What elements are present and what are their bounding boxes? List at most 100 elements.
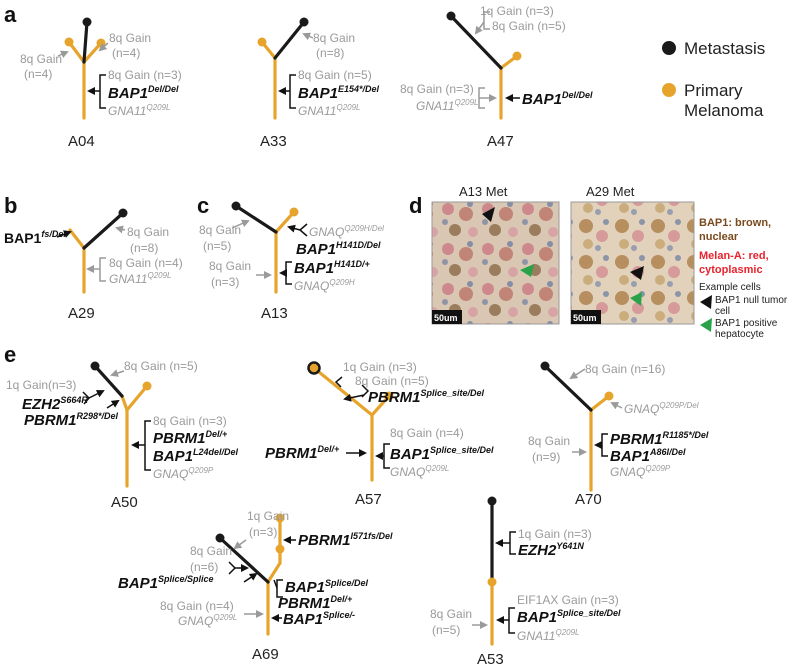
tree-name: A29 <box>68 305 95 322</box>
gain-label: (n=4) <box>112 46 140 60</box>
gain-label: 8q Gain <box>20 52 62 66</box>
primary-node <box>64 37 74 47</box>
legend-melan-2: cytoplasmic <box>699 264 763 276</box>
legend-null-1: BAP1 null tumor <box>715 295 788 306</box>
panel-label-b: b <box>4 193 17 218</box>
gain-label: 8q Gain <box>199 223 241 237</box>
legend-bap1-2: nuclear <box>699 231 739 243</box>
tree-name: A69 <box>252 646 279 663</box>
legend-null-2: cell <box>715 306 730 317</box>
gene-label: PBRM1Del/+ <box>153 429 228 447</box>
tree-a33: 8q Gain (n=8) 8q Gain (n=5) BAP1E154*/De… <box>257 17 380 150</box>
tree-name: A47 <box>487 133 514 150</box>
scale-label-left: 50um <box>434 313 458 323</box>
gene-label-grey: GNAQQ209H <box>294 278 355 293</box>
primary-node <box>384 391 394 401</box>
gene-label-grey: GNAQQ209P <box>153 466 214 481</box>
primary-node <box>275 513 285 523</box>
gain-label: (n=8) <box>316 46 344 60</box>
tree-name: A50 <box>111 494 138 511</box>
gain-label: 8q Gain <box>109 31 151 45</box>
gain-label: 8q Gain <box>209 259 251 273</box>
tree-a13: 8q Gain (n=5) GNAQQ209H/Del BAP1H141D/De… <box>199 201 384 322</box>
gain-label: 8q Gain <box>313 31 355 45</box>
primary-node <box>257 37 267 47</box>
metastasis-node <box>118 208 128 218</box>
tree-name: A70 <box>575 491 602 508</box>
scale-bar-left <box>432 310 462 324</box>
gain-label: 8q Gain <box>528 434 570 448</box>
gain-label: (n=3) <box>211 275 239 289</box>
gene-label-grey: GNA11Q209L <box>416 98 479 113</box>
tree-a04: 8q Gain (n=4) 8q Gain (n=4) 8q Gain (n=3… <box>20 17 182 150</box>
green-arrowhead-icon <box>520 264 534 277</box>
legend-pos-1: BAP1 positive <box>715 318 778 329</box>
gain-label: 8q Gain (n=3) <box>400 82 474 96</box>
ihc-panel: A13 Met A29 Met 50um 50um BAP1: brown, n… <box>431 184 788 340</box>
gain-label: 8q Gain (n=4) <box>160 599 234 613</box>
gain-label: 1q Gain(n=3) <box>6 378 76 392</box>
gain-label: 1q Gain (n=3) <box>343 360 417 374</box>
gain-label: 8q Gain (n=4) <box>390 426 464 440</box>
panel-label-a: a <box>4 2 17 27</box>
gain-label: (n=6) <box>190 560 218 574</box>
tree-a50: 8q Gain (n=5) 1q Gain(n=3) EZH2S664R PBR… <box>6 359 239 511</box>
tree-a29: BAP1fs/Del 8q Gain (n=8) 8q Gain (n=4) G… <box>4 208 183 322</box>
gene-label: BAP1Splice/Splice <box>118 574 214 592</box>
gain-label: (n=3) <box>249 525 277 539</box>
primary-node <box>487 577 497 587</box>
gain-label: 1q Gain (n=3) <box>518 527 592 541</box>
tree-a47: 1q Gain (n=3) 8q Gain (n=5) 8q Gain (n=3… <box>400 4 593 150</box>
legend: Metastasis Primary Melanoma <box>662 39 765 120</box>
gain-label: (n=5) <box>432 623 460 637</box>
metastasis-node <box>446 11 456 21</box>
gain-label: 8q Gain <box>190 544 232 558</box>
ihc-title-right: A29 Met <box>586 184 635 199</box>
metastasis-node <box>299 17 309 27</box>
metastasis-node <box>82 17 92 27</box>
gene-label: BAP1Del/Del <box>522 90 593 108</box>
tree-name: A33 <box>260 133 287 150</box>
tree-a69: 1q Gain (n=3) PBRM1I571fs/Del 8q Gain (n… <box>118 509 393 663</box>
panel-label-e: e <box>4 342 16 367</box>
gene-label: PBRM1R298*/Del <box>24 411 119 429</box>
legend-primary-label-2: Melanoma <box>684 101 764 120</box>
gain-label: 1q Gain (n=3) <box>480 4 554 18</box>
gain-label: 8q Gain (n=5) <box>124 359 198 373</box>
legend-metastasis-label: Metastasis <box>684 39 765 58</box>
gene-label: BAP1A86I/Del <box>610 447 686 465</box>
ihc-image-a13 <box>431 201 560 325</box>
gene-label: BAP1L24del/Del <box>153 447 239 465</box>
legend-example: Example cells <box>699 282 761 293</box>
gain-label: (n=9) <box>532 450 560 464</box>
gain-label: 8q Gain (n=3) <box>153 414 227 428</box>
gain-label: 8q Gain (n=5) <box>298 68 372 82</box>
tree-name: A04 <box>68 133 95 150</box>
ihc-image-a29 <box>570 201 695 325</box>
mixed-node <box>307 361 321 375</box>
scale-label-right: 50um <box>573 313 597 323</box>
gene-label-grey: GNAQQ209P <box>610 464 671 479</box>
gene-label-grey: GNAQQ209L <box>178 613 237 628</box>
gene-label: BAP1Splice/Del <box>285 578 369 596</box>
gene-label: BAP1H141D/+ <box>294 259 371 277</box>
gene-label: BAP1fs/Del <box>4 229 66 246</box>
gene-label: BAP1E154*/Del <box>298 84 380 102</box>
gene-label: BAP1Del/Del <box>108 84 179 102</box>
gain-label: 8q Gain (n=4) <box>109 256 183 270</box>
primary-node <box>289 207 299 217</box>
primary-node <box>512 51 522 61</box>
gain-label: 8q Gain (n=16) <box>585 362 665 376</box>
gene-label-grey: GNA11Q209L <box>298 103 361 118</box>
ihc-title-left: A13 Met <box>459 184 508 199</box>
gain-label: 8q Gain (n=3) <box>108 68 182 82</box>
gain-label: (n=4) <box>24 67 52 81</box>
gain-label: 8q Gain (n=5) <box>355 374 429 388</box>
metastasis-node <box>215 533 225 543</box>
primary-node <box>142 381 152 391</box>
gene-label: PBRM1I571fs/Del <box>298 531 393 549</box>
gain-label: 8q Gain <box>430 607 472 621</box>
green-arrowhead-icon <box>700 318 712 332</box>
gene-label: BAP1H141D/Del <box>296 240 381 258</box>
